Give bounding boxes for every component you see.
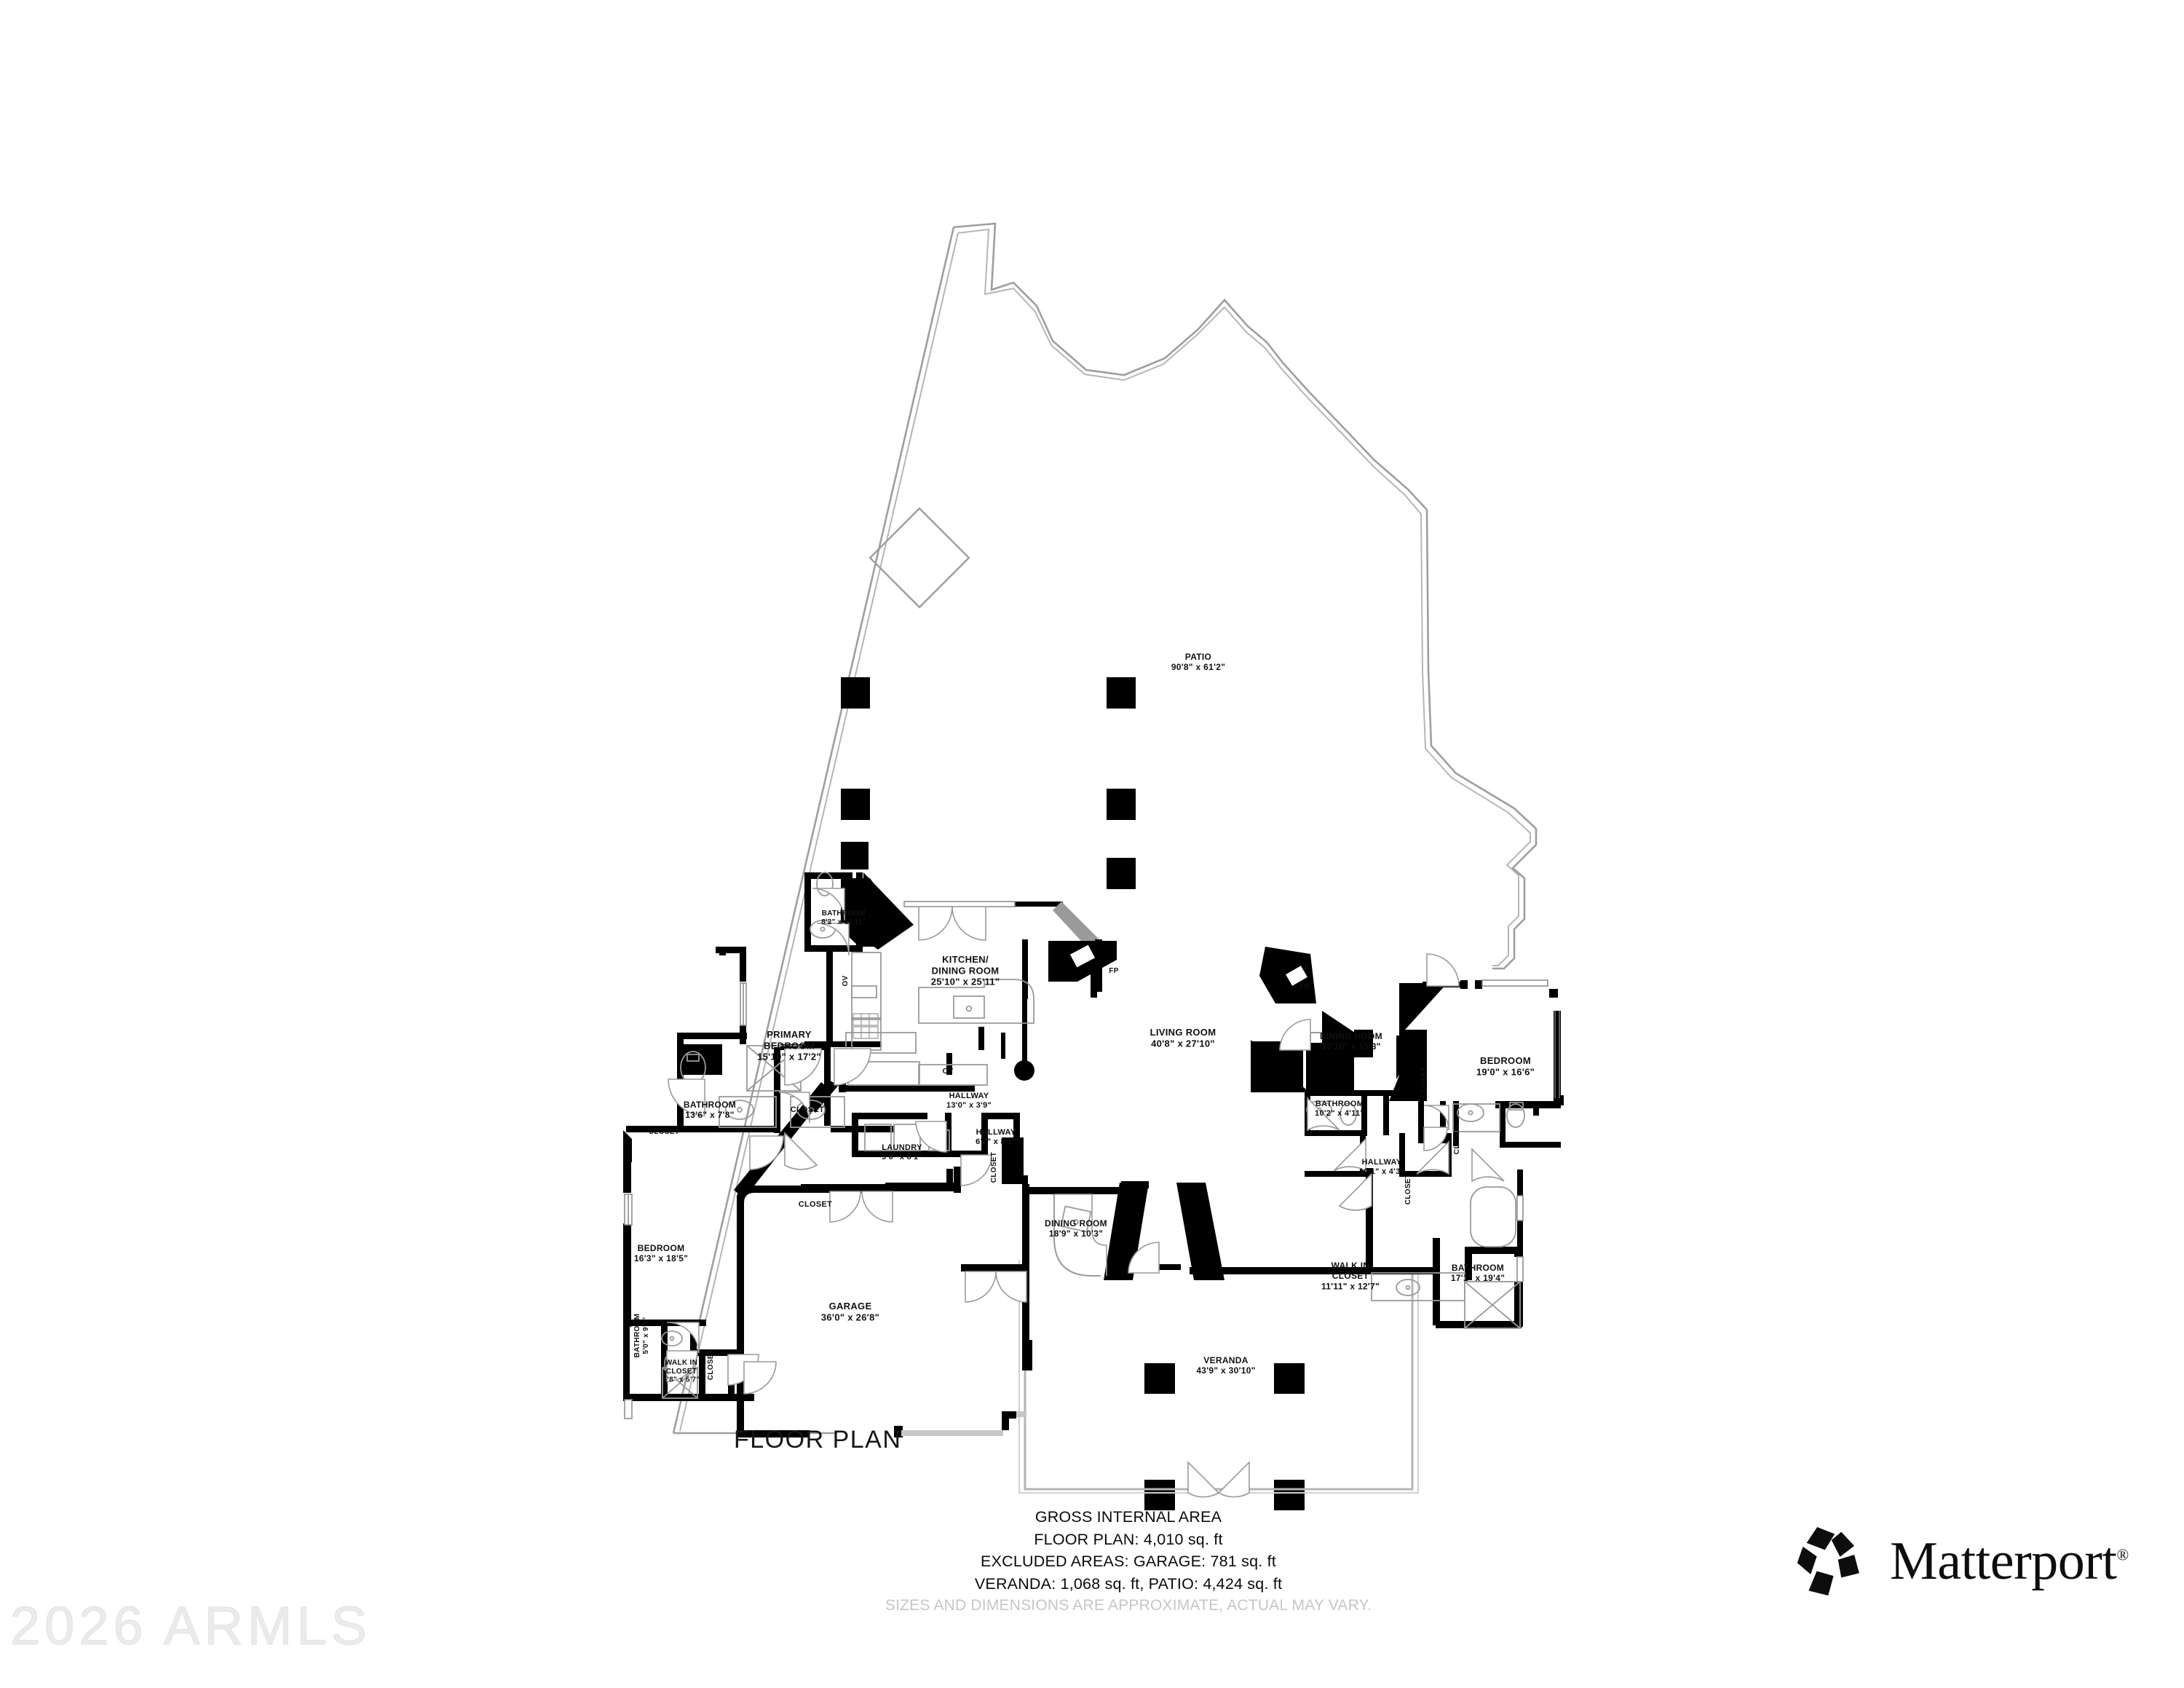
room-label-bathroom-lower: BATHROOM5'0" x 9'7": [633, 1314, 650, 1358]
area-outdoor: VERANDA: 1,068 sq. ft, PATIO: 4,424 sq. …: [974, 1574, 1283, 1593]
veranda-outline: [1018, 1260, 1419, 1494]
registered-mark: ®: [2116, 1545, 2129, 1564]
patio-outline: [672, 222, 1538, 1435]
closet-label-closet-bathroom-l: CLOSET: [649, 1128, 679, 1136]
closet-label-closet-bedroom-r: CLOSET: [1420, 1067, 1428, 1097]
appliance-label-oven-lower: OV: [942, 1068, 953, 1076]
fireplace-label-fireplace-living-right: FP: [1299, 983, 1309, 991]
fireplace-label-fireplace-living-left: FP: [1109, 967, 1118, 975]
veranda-columns: [1144, 1363, 1305, 1510]
area-excluded: EXCLUDED AREAS: GARAGE: 781 sq. ft: [981, 1553, 1276, 1571]
closet-label-closet-laundry-side: CLOSET: [990, 1152, 998, 1183]
area-heading: GROSS INTERNAL AREA: [1034, 1508, 1222, 1526]
floor-plan-caption: FLOOR PLAN: [734, 1426, 902, 1454]
matterport-logo: Matterport®: [1792, 1521, 2129, 1602]
fireplace-labels: FP FP: [1109, 967, 1309, 991]
gross-internal-area-block: GROSS INTERNAL AREA FLOOR PLAN: 4,010 sq…: [837, 1506, 1420, 1617]
door-swings: [666, 888, 1505, 1498]
appliance-label-oven-upper: OV: [842, 975, 850, 986]
closet-label-closet-hall-lower: CLOSET: [799, 1200, 832, 1209]
area-floor-plan: FLOOR PLAN: 4,010 sq. ft: [1034, 1530, 1223, 1548]
matterport-wordmark: Matterport®: [1890, 1534, 2129, 1588]
closet-label-closet-garage-side: CLOSET: [707, 1349, 715, 1380]
matterport-name: Matterport: [1890, 1531, 2117, 1591]
closet-label-closet-dining-r: CLOSET: [1453, 1124, 1461, 1154]
area-disclaimer: SIZES AND DIMENSIONS ARE APPROXIMATE, AC…: [885, 1597, 1372, 1614]
closet-labels: CLOSET CLOSET CLOSET CLOSET CLOSET CLOSET CLOS…: [649, 1067, 1461, 1380]
armls-watermark: 2026 ARMLS: [9, 1596, 372, 1656]
matterport-pinwheel-icon: [1797, 1526, 1859, 1596]
closet-label-closet-bath-r: CLOSET: [1404, 1174, 1412, 1204]
windows: [624, 901, 1548, 1419]
appliance-labels: OV OV: [842, 975, 953, 1076]
patio-columns: [841, 677, 1136, 889]
closet-label-closet-primary: CLOSET: [791, 1105, 824, 1114]
